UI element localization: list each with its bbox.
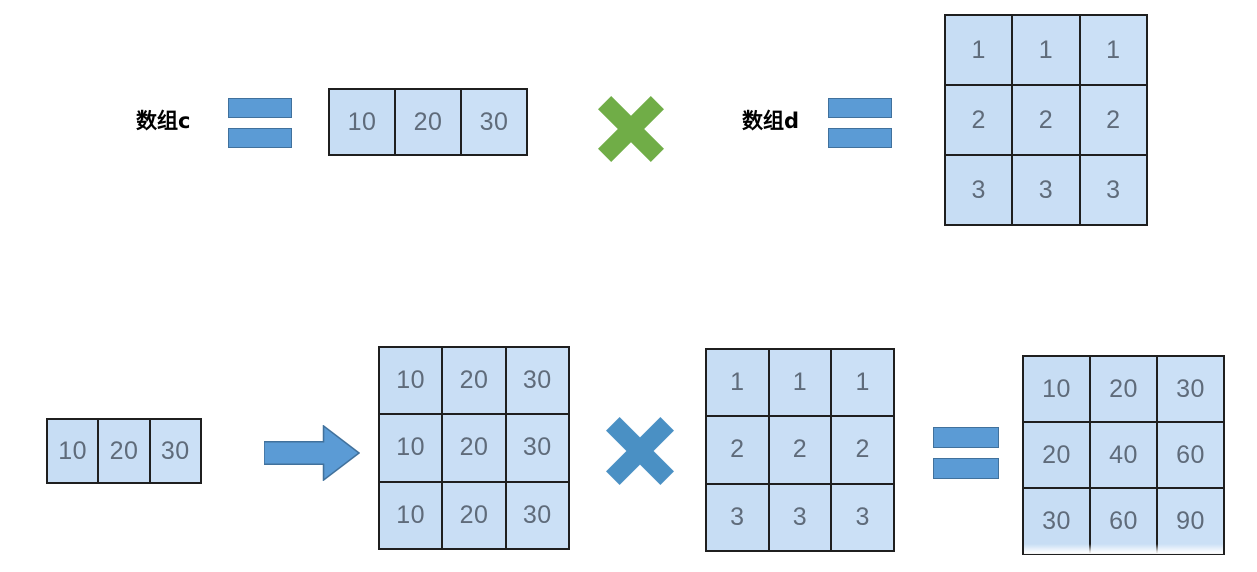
equals-icon-result [933, 427, 999, 479]
operand-array-cell-r2-c2: 3 [832, 484, 893, 550]
array-d-cell-r2-c2: 3 [1080, 156, 1146, 224]
result-array-cell-r2-c2: 90 [1158, 489, 1223, 553]
array-c-cell-r0-c2: 30 [462, 90, 526, 154]
operand-array-cell-r1-c0: 2 [707, 417, 768, 483]
broadcast-array-cell-r2-c2: 30 [506, 482, 568, 548]
source-array-cell-r0-c0: 10 [48, 420, 98, 482]
array-d-label: 数组d [742, 109, 800, 133]
equals-icon-d [828, 98, 892, 148]
array-d-cell-r0-c1: 1 [1013, 16, 1079, 84]
result-array-cell-r2-c1: 60 [1091, 489, 1156, 553]
broadcast-array-cell-r2-c0: 10 [380, 482, 442, 548]
array-d-cell-r1-c1: 2 [1013, 86, 1079, 154]
array-d-cell-r0-c2: 1 [1080, 16, 1146, 84]
broadcast-array-cell-r0-c0: 10 [380, 348, 442, 414]
source-array-cell-r0-c1: 20 [99, 420, 149, 482]
equals-bar-bottom [828, 128, 892, 148]
broadcast-array-cell-r1-c1: 20 [443, 415, 505, 481]
array-d-cell-r1-c0: 2 [946, 86, 1012, 154]
equals-bar-bottom [933, 458, 999, 479]
array-c-label: 数组c [136, 109, 191, 133]
broadcast-array-cell-r2-c1: 20 [443, 482, 505, 548]
array-c-cell-r0-c1: 20 [396, 90, 460, 154]
equals-bar-top [828, 98, 892, 118]
multiply-x-icon-bottom [605, 417, 675, 485]
operand-array-cell-r1-c1: 2 [769, 417, 831, 483]
array-d-cell-r1-c2: 2 [1080, 86, 1146, 154]
operand-array-cell-r0-c0: 1 [707, 350, 768, 416]
equals-bar-bottom [228, 128, 292, 148]
result-array-cell-r1-c2: 60 [1158, 423, 1223, 487]
result-array-cell-r0-c1: 20 [1091, 357, 1156, 421]
equals-bar-top [933, 427, 999, 448]
result-array-cell-r1-c1: 40 [1091, 423, 1156, 487]
result-array-cell-r1-c0: 20 [1024, 423, 1089, 487]
operand-array-cell-r2-c0: 3 [707, 484, 768, 550]
array-d-cell-r0-c0: 1 [946, 16, 1012, 84]
broadcast-array-cell-r0-c1: 20 [443, 348, 505, 414]
broadcast-array-cell-r1-c2: 30 [506, 415, 568, 481]
equals-icon-c [228, 98, 292, 148]
right-arrow-icon [264, 425, 360, 481]
result-array-cell-r0-c2: 30 [1158, 357, 1223, 421]
operand-array-cell-r1-c2: 2 [832, 417, 893, 483]
broadcast-array-cell-r1-c0: 10 [380, 415, 442, 481]
array-c-cell-r0-c0: 10 [330, 90, 394, 154]
result-array-cell-r2-c0: 30 [1024, 489, 1089, 553]
operand-array-cell-r2-c1: 3 [769, 484, 831, 550]
operand-array-cell-r0-c1: 1 [769, 350, 831, 416]
array-d-cell-r2-c0: 3 [946, 156, 1012, 224]
source-array-cell-r0-c2: 30 [150, 420, 200, 482]
equals-bar-top [228, 98, 292, 118]
result-array-cell-r0-c0: 10 [1024, 357, 1089, 421]
operand-array-cell-r0-c2: 1 [832, 350, 893, 416]
array-d-cell-r2-c1: 3 [1013, 156, 1079, 224]
multiply-x-icon-top [597, 96, 665, 162]
broadcast-array-cell-r0-c2: 30 [506, 348, 568, 414]
